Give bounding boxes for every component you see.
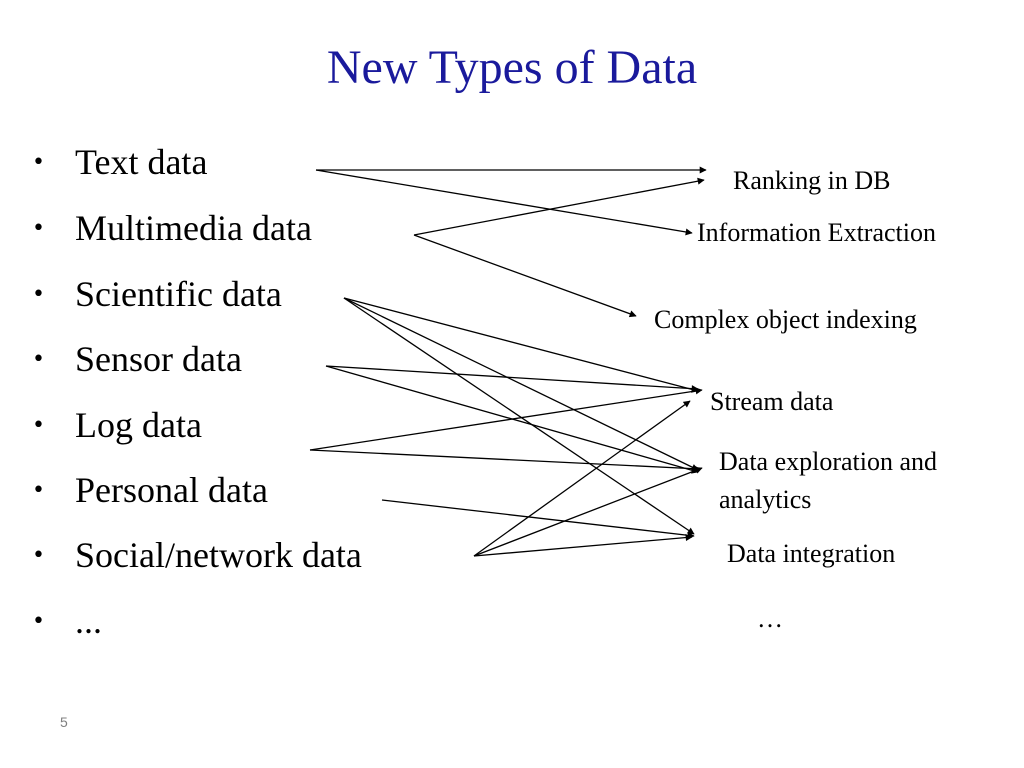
target-more-ellipsis: …: [757, 604, 783, 633]
bullet-label: Text data: [75, 142, 208, 182]
arrow-scientific-to-stream: [343, 297, 699, 393]
bullet-label: Scientific data: [75, 274, 282, 314]
bullet-text-data: • Text data: [32, 140, 207, 184]
arrow-scientific-to-integration: [343, 297, 695, 535]
target-data-exploration-line1: Data exploration and: [719, 447, 938, 476]
slide-title: New Types of Data: [326, 41, 698, 94]
bullet-label: Sensor data: [75, 339, 242, 379]
arrow-text-to-extraction: [315, 169, 693, 236]
arrow-personal-to-integration: [381, 499, 695, 539]
bullet-marker: •: [32, 609, 45, 634]
bullet-marker: •: [32, 150, 45, 175]
bullet-marker: •: [32, 282, 45, 307]
arrow-social-to-exploration: [473, 467, 703, 557]
arrow-log-to-stream: [309, 387, 703, 451]
bullet-scientific-data: • Scientific data: [32, 272, 282, 316]
arrow-sensor-to-stream: [325, 365, 699, 393]
arrow-multimedia-to-indexing: [413, 234, 637, 318]
target-data-exploration-line2: analytics: [719, 485, 812, 514]
bullet-label: Personal data: [75, 470, 268, 510]
arrow-log-to-exploration: [309, 449, 701, 473]
target-ranking-in-db: Ranking in DB: [733, 166, 891, 195]
bullet-label: Log data: [75, 405, 202, 445]
page-number: 5: [60, 714, 68, 730]
target-data-integration: Data integration: [727, 539, 896, 568]
target-complex-object-indexing: Complex object indexing: [654, 305, 917, 334]
bullet-personal-data: • Personal data: [32, 468, 268, 512]
bullet-label: ...: [75, 601, 102, 641]
bullet-sensor-data: • Sensor data: [32, 337, 242, 381]
bullet-multimedia-data: • Multimedia data: [32, 206, 312, 250]
arrow-scientific-to-exploration: [343, 297, 699, 471]
bullet-marker: •: [32, 478, 45, 503]
arrow-multimedia-to-ranking: [413, 177, 705, 236]
bullet-marker: •: [32, 216, 45, 241]
target-stream-data: Stream data: [710, 387, 834, 416]
bullet-social-network-data: • Social/network data: [32, 533, 362, 577]
arrow-social-to-stream: [473, 400, 691, 557]
bullet-marker: •: [32, 347, 45, 372]
bullet-log-data: • Log data: [32, 403, 202, 447]
bullet-marker: •: [32, 413, 45, 438]
target-information-extraction: Information Extraction: [697, 218, 936, 247]
target-data-exploration: Data exploration and analytics: [719, 443, 937, 519]
bullet-ellipsis: •...: [32, 599, 102, 643]
arrow-social-to-integration: [473, 534, 693, 557]
bullet-marker: •: [32, 543, 45, 568]
bullet-label: Social/network data: [75, 535, 362, 575]
bullet-label: Multimedia data: [75, 208, 312, 248]
